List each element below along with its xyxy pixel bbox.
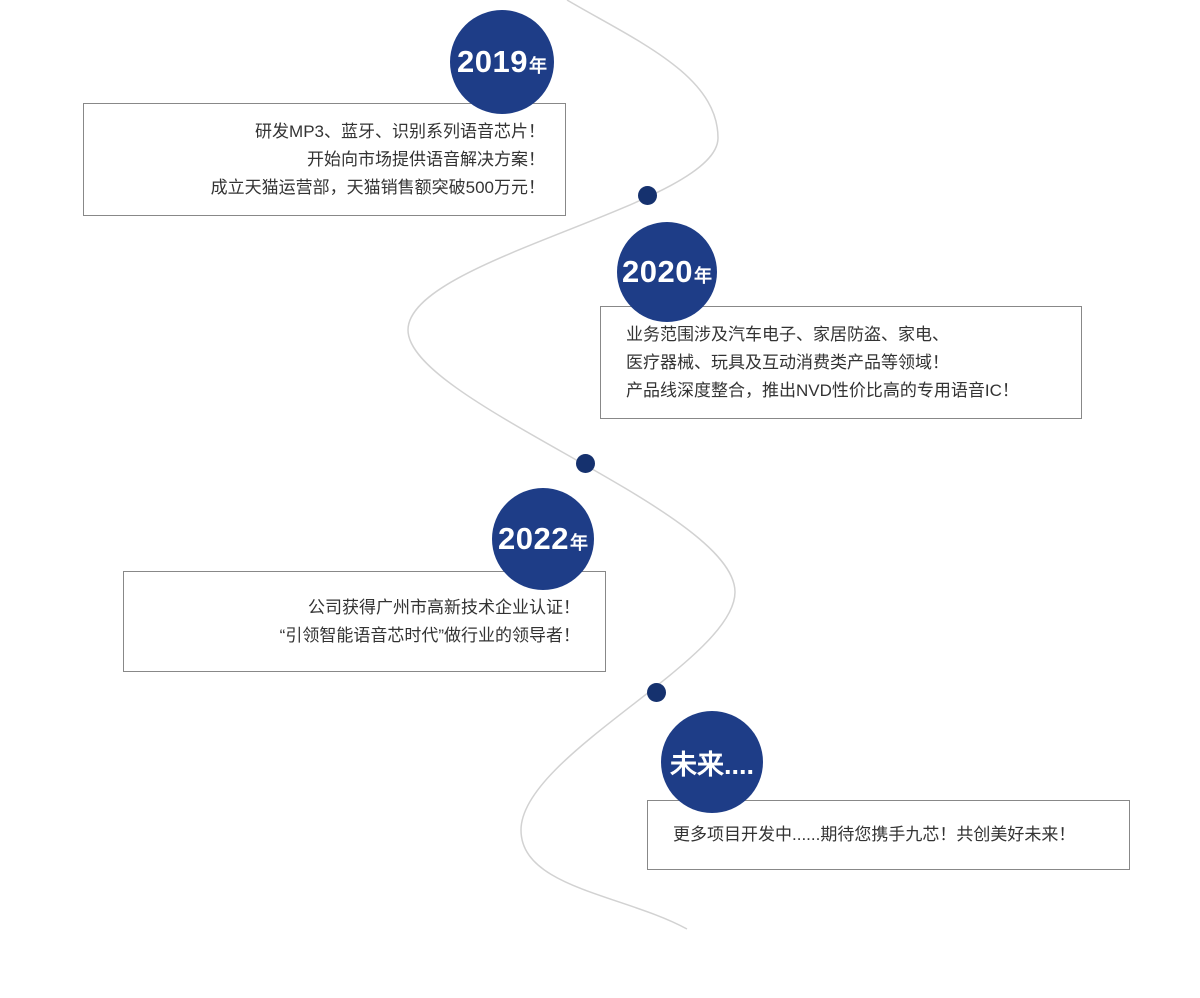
card-line: 成立天猫运营部，天猫销售额突破500万元！	[210, 177, 545, 197]
timeline-node-future: 未来....	[661, 711, 763, 813]
card-line: 产品线深度整合，推出NVD性价比高的专用语音IC！	[626, 380, 1019, 400]
year-label: 2019	[457, 44, 528, 79]
timeline-card-2022: 公司获得广州市高新技术企业认证！ “引领智能语音芯时代”做行业的领导者！	[123, 571, 606, 672]
timeline-curve-path	[407, 0, 736, 930]
timeline-dot-1	[638, 186, 657, 205]
year-label: 未来....	[669, 749, 754, 780]
card-line: 研发MP3、蓝牙、识别系列语音芯片！	[255, 121, 545, 141]
card-line: 更多项目开发中......期待您携手九芯！共创美好未来！	[673, 825, 1076, 844]
timeline-card-2020: 业务范围涉及汽车电子、家居防盗、家电、 医疗器械、玩具及互动消费类产品等领域！ …	[600, 306, 1082, 419]
card-line: 开始向市场提供语音解决方案！	[307, 149, 545, 169]
year-suffix: 年	[528, 56, 547, 76]
timeline-card-2019: 研发MP3、蓝牙、识别系列语音芯片！ 开始向市场提供语音解决方案！ 成立天猫运营…	[83, 103, 566, 216]
year-label-wrap: 未来....	[670, 743, 754, 782]
year-suffix: 年	[569, 533, 588, 553]
timeline-card-future: 更多项目开发中......期待您携手九芯！共创美好未来！	[647, 800, 1130, 870]
timeline-dot-2	[576, 454, 595, 473]
year-suffix: 年	[693, 266, 712, 286]
card-line: 公司获得广州市高新技术企业认证！	[308, 597, 580, 617]
card-line: 医疗器械、玩具及互动消费类产品等领域！	[626, 352, 949, 372]
card-line: “引领智能语音芯时代”做行业的领导者！	[279, 625, 580, 645]
year-label: 2022	[498, 521, 569, 556]
timeline-dot-3	[647, 683, 666, 702]
card-line: 业务范围涉及汽车电子、家居防盗、家电、	[626, 324, 949, 344]
year-label: 2020	[622, 254, 693, 289]
